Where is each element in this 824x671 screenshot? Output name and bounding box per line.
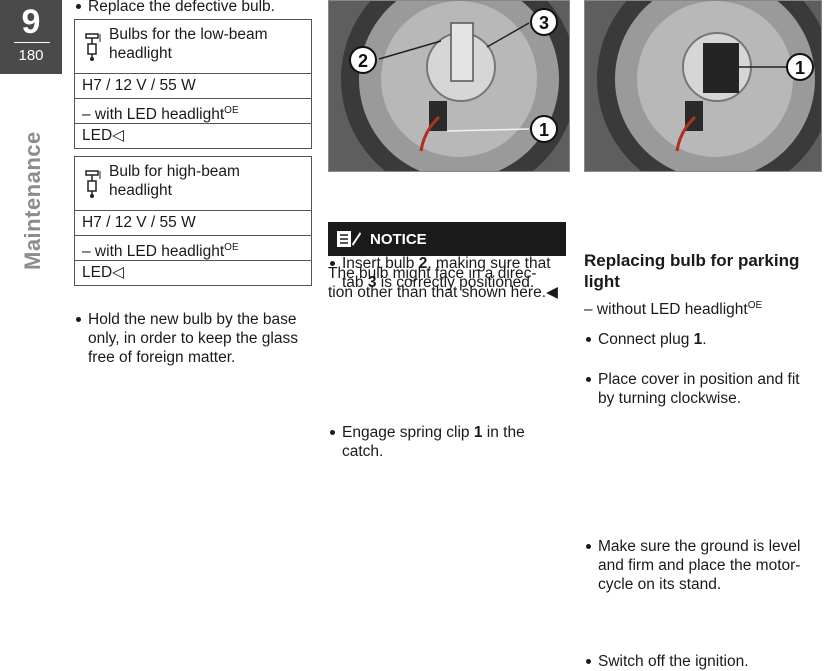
low-beam-spec-header: Bulbs for the low-beam headlight — [75, 20, 311, 74]
notice-label: NOTICE — [370, 230, 427, 248]
notice-text: The bulb might face in a direc- tion oth… — [328, 265, 558, 301]
headlight-photo-bulb: 2 3 1 — [328, 0, 570, 172]
callout-3: 3 — [539, 13, 549, 33]
high-beam-spec-title: Bulb for high-beam headlight — [109, 163, 240, 199]
page-number: 180 — [18, 47, 44, 64]
variant-note: – without LED headlightOE — [584, 300, 763, 319]
callout-1: 1 — [795, 58, 805, 78]
spec-row: LED◁ — [82, 127, 125, 144]
replace-bulb-step: Replace the defective bulb. — [74, 0, 328, 16]
chapter-tab — [0, 0, 62, 74]
high-beam-spec-header: Bulb for high-beam headlight — [75, 157, 311, 211]
notice-icon — [336, 228, 362, 250]
headlight-photo-plug: 1 — [584, 0, 822, 172]
section-title-vertical: Maintenance — [20, 131, 45, 270]
spec-row: – with LED headlightOE — [75, 99, 311, 124]
notice-banner: NOTICE — [328, 222, 566, 256]
high-beam-spec-table: Bulb for high-beam headlight H7 / 12 V /… — [74, 156, 312, 286]
chapter-divider — [14, 42, 50, 43]
spec-row: H7 / 12 V / 55 W — [75, 74, 311, 99]
low-beam-spec-title: Bulbs for the low-beam headlight — [109, 26, 268, 62]
section-heading: Replacing bulb for parking light — [584, 251, 800, 291]
place-cover-step: Place cover in position and fit by turni… — [584, 370, 824, 408]
bulb-spec-icon — [75, 157, 109, 210]
spec-row: LED◁ — [82, 264, 125, 281]
replace-bulb-text: Replace the defective bulb. — [88, 0, 275, 15]
callout-1: 1 — [539, 120, 549, 140]
spec-row: – with LED headlightOE — [75, 236, 311, 261]
connect-plug-step: Connect plug 1. — [584, 330, 824, 349]
switch-off-ignition-step: Switch off the ignition. — [584, 652, 824, 671]
low-beam-spec-table: Bulbs for the low-beam headlight H7 / 12… — [74, 19, 312, 149]
headlight-photo-plug-illustration: 1 — [585, 1, 821, 171]
insert-bulb-step: Insert bulb 2, making sure that tab 3 is… — [328, 254, 582, 292]
ground-level-step: Make sure the ground is level and firm a… — [584, 537, 824, 594]
engage-clip-step: Engage spring clip 1 in the catch. — [328, 423, 582, 461]
hold-bulb-step: Hold the new bulb by the base only, in o… — [74, 310, 338, 367]
chapter-number: 9 — [21, 3, 41, 41]
callout-2: 2 — [358, 51, 368, 71]
bulb-spec-icon — [75, 20, 109, 73]
headlight-photo-illustration: 2 3 1 — [329, 1, 569, 171]
spec-row: H7 / 12 V / 55 W — [75, 211, 311, 236]
